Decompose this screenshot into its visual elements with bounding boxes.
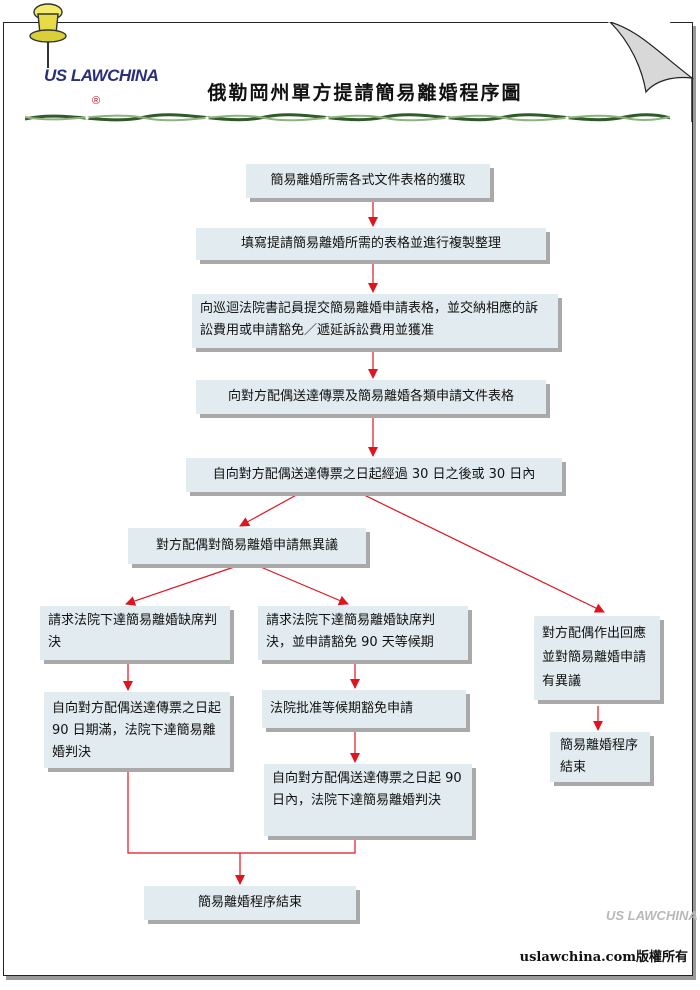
page-curl-decoration — [608, 22, 694, 122]
step-90-days-judgment-text: 自向對方配偶送達傳票之日起 90 日期滿，法院下達簡易離婚判決 — [52, 701, 222, 760]
uslawchina-logo: US LAWCHINA — [44, 66, 159, 85]
step-fill-forms-text: 填寫提請簡易離婚所需的表格並進行複製整理 — [240, 236, 501, 251]
step-30-days: 自向對方配偶送達傳票之日起經過 30 日之後或 30 日內 — [186, 458, 562, 492]
page-title: 俄勒岡州單方提請簡易離婚程序圖 — [207, 82, 523, 104]
step-obtain-forms: 簡易離婚所需各式文件表格的獲取 — [246, 164, 490, 198]
step-request-default: 請求法院下達簡易離婚缺席判決 — [40, 606, 230, 660]
step-waiver-approved: 法院批准等候期豁免申請 — [262, 690, 466, 728]
step-30-days-text: 自向對方配偶送達傳票之日起經過 30 日之後或 30 日內 — [212, 467, 536, 482]
step-request-waiver: 請求法院下達簡易離婚缺席判決，並申請豁免 90 天等候期 — [258, 606, 468, 660]
step-spouse-objects: 對方配偶作出回應並對簡易離婚申請有異議 — [534, 616, 660, 700]
step-waiver-approved-text: 法院批准等候期豁免申請 — [270, 701, 414, 716]
step-file-petition-text: 向巡迴法院書記員提交簡易離婚申請表格，並交納相應的訴訟費用或申請豁免／遞延訴訟費… — [200, 301, 539, 338]
step-branch-end-text: 簡易離婚程序結束 — [560, 738, 639, 775]
step-serve-spouse: 向對方配偶送達傳票及簡易離婚各類申請文件表格 — [196, 380, 546, 414]
step-within-90-days-text: 自向對方配偶送達傳票之日起 90 日內，法院下達簡易離婚判決 — [272, 771, 462, 808]
step-procedure-end-text: 簡易離婚程序結束 — [197, 895, 302, 910]
step-obtain-forms-text: 簡易離婚所需各式文件表格的獲取 — [270, 173, 466, 188]
step-serve-spouse-text: 向對方配偶送達傳票及簡易離婚各類申請文件表格 — [227, 389, 514, 404]
step-no-objection-text: 對方配偶對簡易離婚申請無異議 — [155, 538, 338, 553]
step-90-days-judgment: 自向對方配偶送達傳票之日起 90 日期滿，法院下達簡易離婚判決 — [44, 692, 230, 768]
step-file-petition: 向巡迴法院書記員提交簡易離婚申請表格，並交納相應的訴訟費用或申請豁免／遞延訴訟費… — [192, 294, 558, 348]
pushpin-icon — [29, 3, 67, 68]
step-procedure-end: 簡易離婚程序結束 — [144, 886, 356, 920]
step-request-default-text: 請求法院下達簡易離婚缺席判決 — [48, 613, 218, 650]
rope-divider — [25, 113, 670, 122]
step-within-90-days: 自向對方配偶送達傳票之日起 90 日內，法院下達簡易離婚判決 — [264, 764, 472, 836]
step-spouse-objects-text: 對方配偶作出回應並對簡易離婚申請有異議 — [542, 626, 647, 689]
watermark-logo: US LAWCHINA — [606, 908, 698, 923]
step-request-waiver-text: 請求法院下達簡易離婚缺席判決，並申請豁免 90 天等候期 — [266, 613, 436, 650]
step-no-objection: 對方配偶對簡易離婚申請無異議 — [128, 528, 366, 564]
step-branch-end: 簡易離婚程序結束 — [550, 732, 650, 782]
copyright-text: uslawchina.com版權所有 — [519, 950, 688, 965]
step-fill-forms: 填寫提請簡易離婚所需的表格並進行複製整理 — [196, 228, 546, 260]
registered-mark: ® — [92, 95, 101, 107]
